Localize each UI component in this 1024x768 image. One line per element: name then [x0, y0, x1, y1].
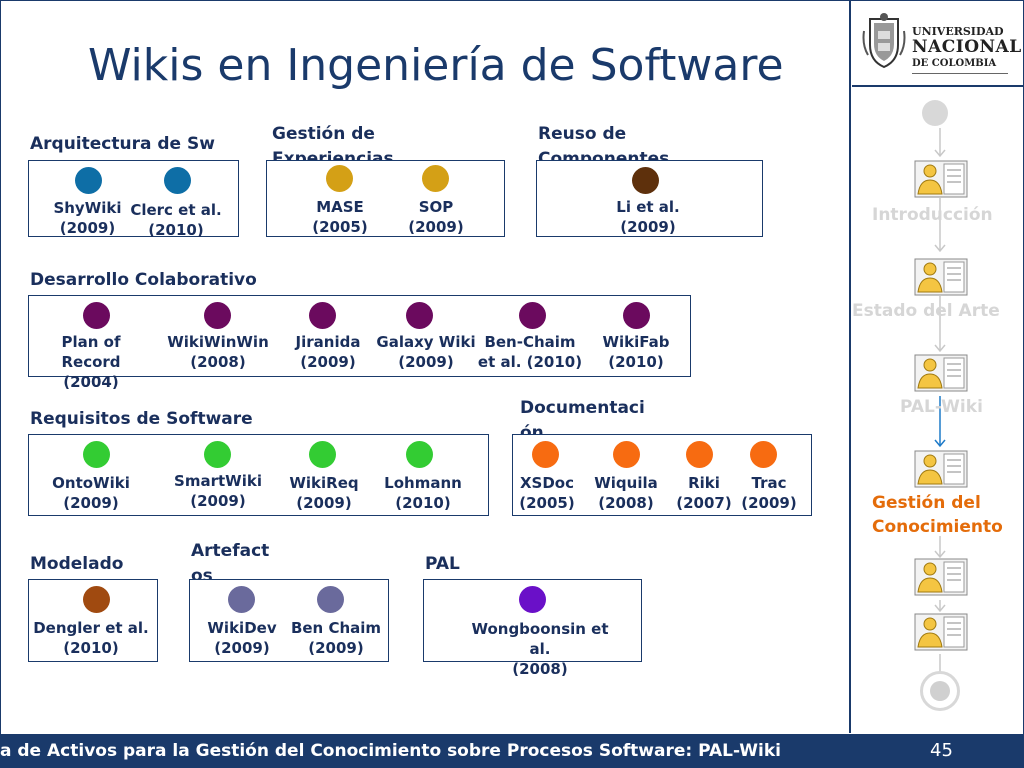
- item-label-wikifab: WikiFab (2010): [602, 333, 670, 371]
- group-label-arquitectura: Arquitectura de Sw: [30, 134, 215, 154]
- nav-node-palwiki-icon[interactable]: [914, 354, 968, 392]
- item-dot-riki: [686, 441, 713, 468]
- nav-node-gestion-icon[interactable]: [914, 450, 968, 488]
- logo-underline: [912, 73, 1008, 74]
- nav-label-introduccion[interactable]: Introducción: [872, 205, 993, 225]
- item-label-plan-of-record: Plan of Record (2004): [61, 333, 121, 391]
- item-dot-ben-chaim-2010: [519, 302, 546, 329]
- item-label-riki: Riki (2007): [676, 474, 732, 512]
- item-dot-mase: [326, 165, 353, 192]
- item-dot-ben-chaim-2009: [317, 586, 344, 613]
- item-label-clerc: Clerc et al. (2010): [130, 201, 222, 239]
- nav-node-introduccion-icon[interactable]: [914, 160, 968, 198]
- nav-node-6-icon[interactable]: [914, 613, 968, 651]
- item-dot-jiranida: [309, 302, 336, 329]
- group-label-modelado: Modelado: [30, 554, 124, 574]
- item-dot-lohmann: [406, 441, 433, 468]
- item-label-dengler: Dengler et al. (2010): [33, 619, 149, 657]
- university-logo: UNIVERSIDAD NACIONAL DE COLOMBIA: [852, 1, 1023, 87]
- footer-bar: a de Activos para la Gestión del Conocim…: [0, 734, 1024, 768]
- item-label-li: Li et al. (2009): [616, 198, 680, 236]
- item-dot-xsdoc: [532, 441, 559, 468]
- item-dot-shywiki: [75, 167, 102, 194]
- item-label-wikidev: WikiDev (2009): [207, 619, 277, 657]
- item-label-lohmann: Lohmann (2010): [384, 474, 462, 512]
- logo-line-1: UNIVERSIDAD: [912, 25, 1004, 38]
- university-seal-icon: [862, 13, 906, 69]
- nav-label-estado[interactable]: Estado del Arte: [852, 301, 1000, 321]
- group-box-artefactos: [189, 579, 389, 662]
- footer-text: a de Activos para la Gestión del Conocim…: [0, 741, 781, 761]
- nav-start-node-icon[interactable]: [922, 100, 948, 126]
- item-label-wikireq: WikiReq (2009): [289, 474, 359, 512]
- item-dot-wikidev: [228, 586, 255, 613]
- item-dot-wiquila: [613, 441, 640, 468]
- item-dot-li: [632, 167, 659, 194]
- slide-title: Wikis en Ingeniería de Software: [88, 40, 784, 91]
- item-label-jiranida: Jiranida (2009): [295, 333, 361, 371]
- group-label-pal: PAL: [425, 554, 460, 574]
- item-dot-smartwiki: [204, 441, 231, 468]
- logo-line-3: DE COLOMBIA: [912, 58, 997, 69]
- nav-node-estado-icon[interactable]: [914, 258, 968, 296]
- group-label-desarrollo: Desarrollo Colaborativo: [30, 270, 257, 290]
- item-label-shywiki: ShyWiki (2009): [53, 199, 122, 237]
- nav-label-palwiki[interactable]: PAL-Wiki: [900, 397, 983, 417]
- group-box-arquitectura: [28, 160, 239, 237]
- item-label-galaxy-wiki: Galaxy Wiki (2009): [376, 333, 476, 371]
- university-name: UNIVERSIDAD NACIONAL DE COLOMBIA: [912, 25, 1022, 70]
- item-dot-wongboonsin: [519, 586, 546, 613]
- item-label-sop: SOP (2009): [408, 198, 464, 236]
- item-dot-galaxy-wiki: [406, 302, 433, 329]
- group-box-gestion: [266, 160, 505, 237]
- item-label-smartwiki: SmartWiki (2009): [174, 472, 262, 510]
- nav-label-gestion[interactable]: Gestión del Conocimiento: [872, 493, 1003, 537]
- item-label-xsdoc: XSDoc (2005): [519, 474, 575, 512]
- item-label-ben-chaim-2010: Ben-Chaim et al. (2010): [477, 333, 583, 371]
- nav-connector-lines: [934, 128, 946, 672]
- item-dot-ontowiki: [83, 441, 110, 468]
- item-dot-clerc: [164, 167, 191, 194]
- page-number: 45: [930, 740, 953, 761]
- item-dot-wikireq: [309, 441, 336, 468]
- nav-end-node-icon[interactable]: [920, 671, 960, 711]
- item-label-ontowiki: OntoWiki (2009): [52, 474, 130, 512]
- item-label-mase: MASE (2005): [312, 198, 368, 236]
- item-label-wongboonsin: Wongboonsin et al. (2008): [471, 620, 609, 678]
- group-box-desarrollo: [28, 295, 691, 377]
- item-label-ben-chaim-2009: Ben Chaim (2009): [290, 619, 382, 657]
- slide-content-area: [1, 1, 851, 733]
- item-dot-wikiwinwin: [204, 302, 231, 329]
- item-dot-plan-of-record: [83, 302, 110, 329]
- item-dot-dengler: [83, 586, 110, 613]
- logo-line-2: NACIONAL: [912, 37, 1022, 57]
- item-label-wiquila: Wiquila (2008): [594, 474, 658, 512]
- item-dot-sop: [422, 165, 449, 192]
- group-label-requisitos: Requisitos de Software: [30, 409, 253, 429]
- item-label-wikiwinwin: WikiWinWin (2008): [167, 333, 269, 371]
- item-dot-trac: [750, 441, 777, 468]
- item-label-trac: Trac (2009): [741, 474, 797, 512]
- item-dot-wikifab: [623, 302, 650, 329]
- nav-node-5-icon[interactable]: [914, 558, 968, 596]
